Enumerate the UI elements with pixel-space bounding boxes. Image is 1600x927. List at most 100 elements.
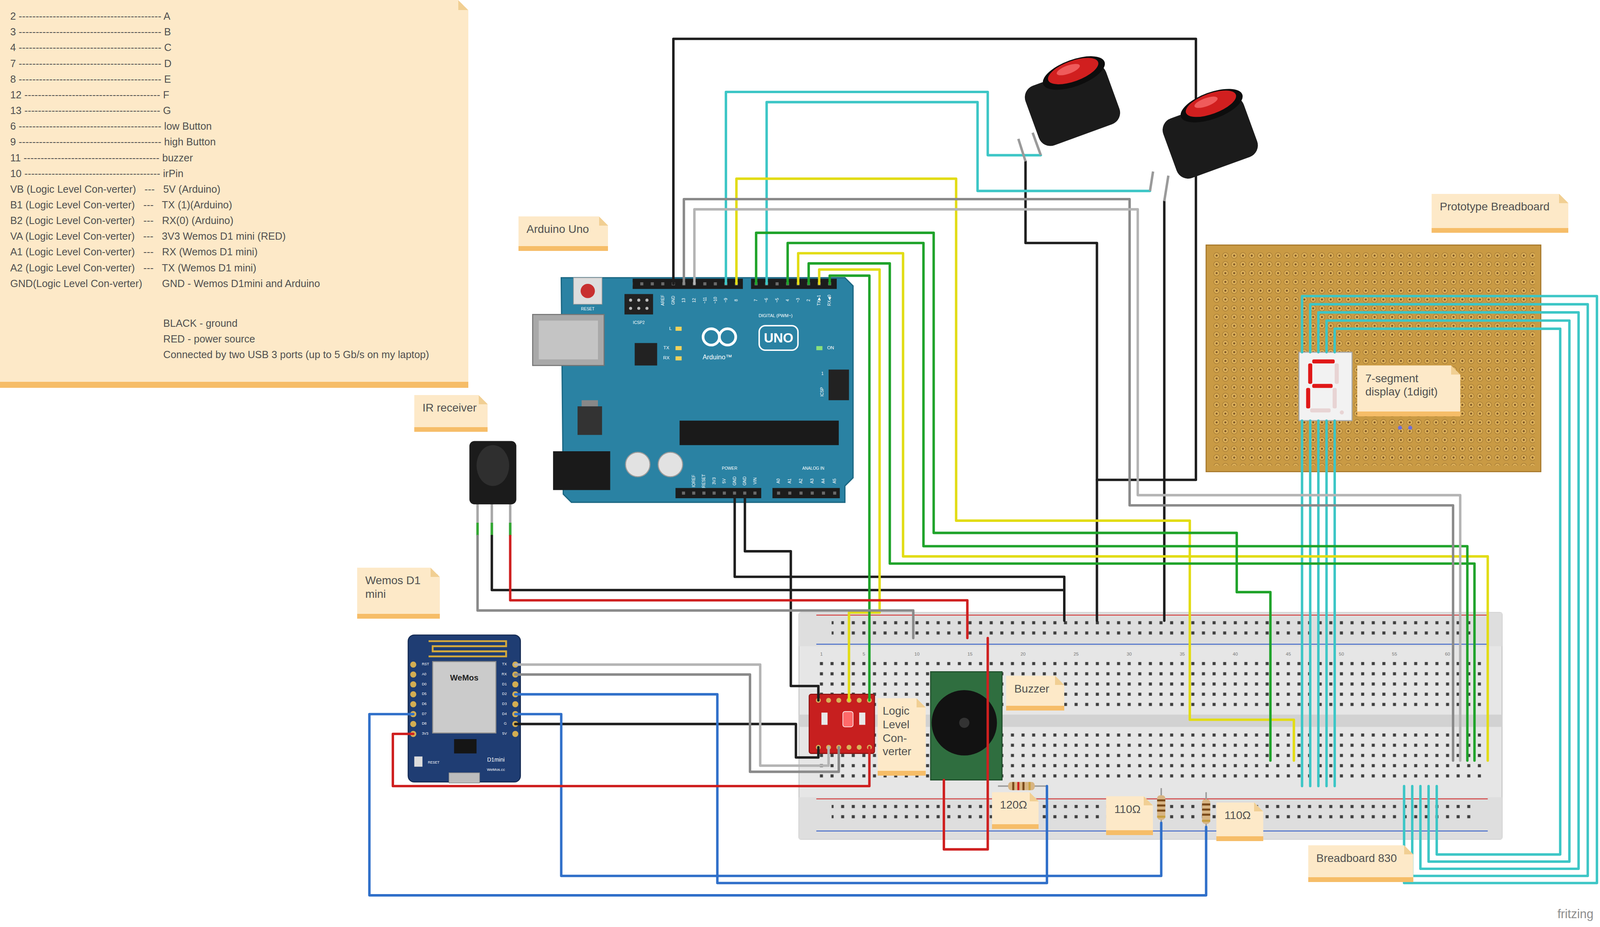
arduino-uno: [675, 487, 762, 499]
part-label-note: IR receiver: [414, 394, 488, 432]
seven-segment-display: [1310, 408, 1331, 413]
note-text: 11 -------------------------------------…: [10, 150, 458, 166]
note-fold: [1055, 675, 1065, 685]
wire: [683, 199, 1454, 761]
note-fold: [916, 697, 926, 708]
breadboard-830: [798, 612, 1503, 647]
pin-label: A2: [798, 477, 804, 484]
wemos-d1-mini: [410, 700, 417, 707]
part-label-note: 110Ω: [1216, 802, 1264, 842]
pin-label: G: [503, 721, 508, 726]
pin-label: ~11: [702, 296, 707, 304]
wire: [477, 535, 914, 638]
wemos-d1-mini: [410, 661, 417, 668]
board-marking: L: [668, 326, 672, 331]
arduino-uno: [580, 283, 596, 299]
breadboard-830: [798, 612, 1503, 839]
ir-receiver: [490, 502, 494, 536]
prototype-breadboard: [1398, 425, 1403, 430]
arduino-uno: [828, 369, 850, 401]
wemos-d1-mini: [454, 738, 477, 754]
logic-level-converter: [846, 744, 852, 750]
pin-label: 2: [806, 298, 811, 302]
wire: [1302, 295, 1598, 883]
wire: [798, 253, 1488, 761]
arduino-uno: [675, 487, 762, 499]
seven-segment-display: [1306, 387, 1311, 409]
pin-label: ~5: [774, 297, 779, 303]
note-text: 9 --------------------------------------…: [10, 134, 458, 150]
arduino-uno: [658, 452, 683, 477]
wire: [1300, 420, 1304, 786]
note-text: IR receiver: [422, 400, 480, 415]
arduino-uno: [675, 345, 682, 350]
buzzer: [959, 717, 970, 728]
board-logo: Arduino™: [702, 353, 733, 361]
push-button: [1164, 175, 1169, 202]
pin-label: RST: [421, 662, 430, 667]
resistor-symbol: [1201, 798, 1210, 824]
note-text: 120Ω: [1000, 797, 1031, 812]
prototype-breadboard: [1206, 244, 1542, 472]
wire: [1326, 320, 1570, 862]
arduino-uno: [772, 487, 840, 499]
note-text: Breadboard 830: [1316, 851, 1405, 865]
note-text: VA (Logic Level Con-verter) --- 3V3 Wemo…: [10, 228, 458, 244]
seven-segment-display: [1334, 363, 1339, 384]
resistor-symbol: [1008, 781, 1035, 790]
wire: [369, 713, 1206, 895]
wire: [808, 263, 1475, 761]
wire: [725, 91, 1041, 284]
note-fold: [1029, 791, 1039, 802]
seven-segment-display: [1312, 383, 1333, 388]
breadboard-830: [816, 658, 1485, 710]
pin-label: AREF: [660, 294, 665, 306]
board-marking: ICSP2: [632, 320, 645, 325]
note-text: Buzzer: [1014, 681, 1056, 696]
pin-label: RX◀0: [827, 294, 832, 307]
column-number: 35: [1179, 651, 1186, 657]
board-marking: ICSP: [820, 386, 825, 398]
wemos-d1-mini: [428, 640, 507, 657]
arduino-uno: [532, 314, 604, 366]
logic-level-converter: [842, 711, 853, 727]
logic-level-converter: [859, 712, 866, 725]
breadboard-830: [831, 617, 1475, 638]
arduino-uno: [750, 278, 837, 289]
part-label-note: Logic Level Con-verter: [877, 697, 926, 776]
wire: [1310, 304, 1588, 876]
column-number: 1: [819, 651, 824, 657]
column-number: 10: [914, 651, 921, 657]
pin-label: A3: [810, 477, 815, 484]
arduino-uno: [645, 306, 649, 310]
prototype-breadboard: [1212, 251, 1535, 466]
part-label-note: Breadboard 830: [1308, 844, 1414, 882]
note-text: Wemos D1 mini: [365, 573, 432, 601]
wire: [510, 535, 968, 638]
arduino-uno: [759, 325, 799, 350]
note-text: Prototype Breadboard: [1439, 199, 1561, 214]
pin-label: RESET: [701, 473, 706, 488]
board-logo: WeMos: [449, 673, 480, 682]
breadboard-830: [798, 612, 1503, 839]
prototype-breadboard: [1408, 425, 1413, 430]
board-logo: UNO: [763, 331, 794, 345]
pin-label: ~10: [713, 296, 718, 304]
note-text: 6 --------------------------------------…: [10, 118, 458, 135]
arduino-uno: [625, 452, 651, 477]
wire: [1333, 420, 1336, 786]
note-text: 3 --------------------------------------…: [10, 24, 458, 40]
board-marking: 1: [821, 371, 825, 376]
resistor-symbol: [1017, 781, 1020, 790]
buzzer: [930, 671, 1003, 780]
wemos-d1-mini: [408, 634, 521, 783]
wemos-d1-mini: [512, 681, 519, 688]
breadboard-830: [816, 798, 1488, 799]
ir-receiver: [476, 522, 479, 536]
note-text: 13 -------------------------------------…: [10, 102, 458, 119]
note-text: 10 -------------------------------------…: [10, 165, 458, 182]
logic-level-converter: [809, 693, 875, 753]
wire: [819, 269, 880, 700]
arduino-uno: [581, 400, 598, 407]
pin-label: 3V3: [712, 476, 717, 485]
